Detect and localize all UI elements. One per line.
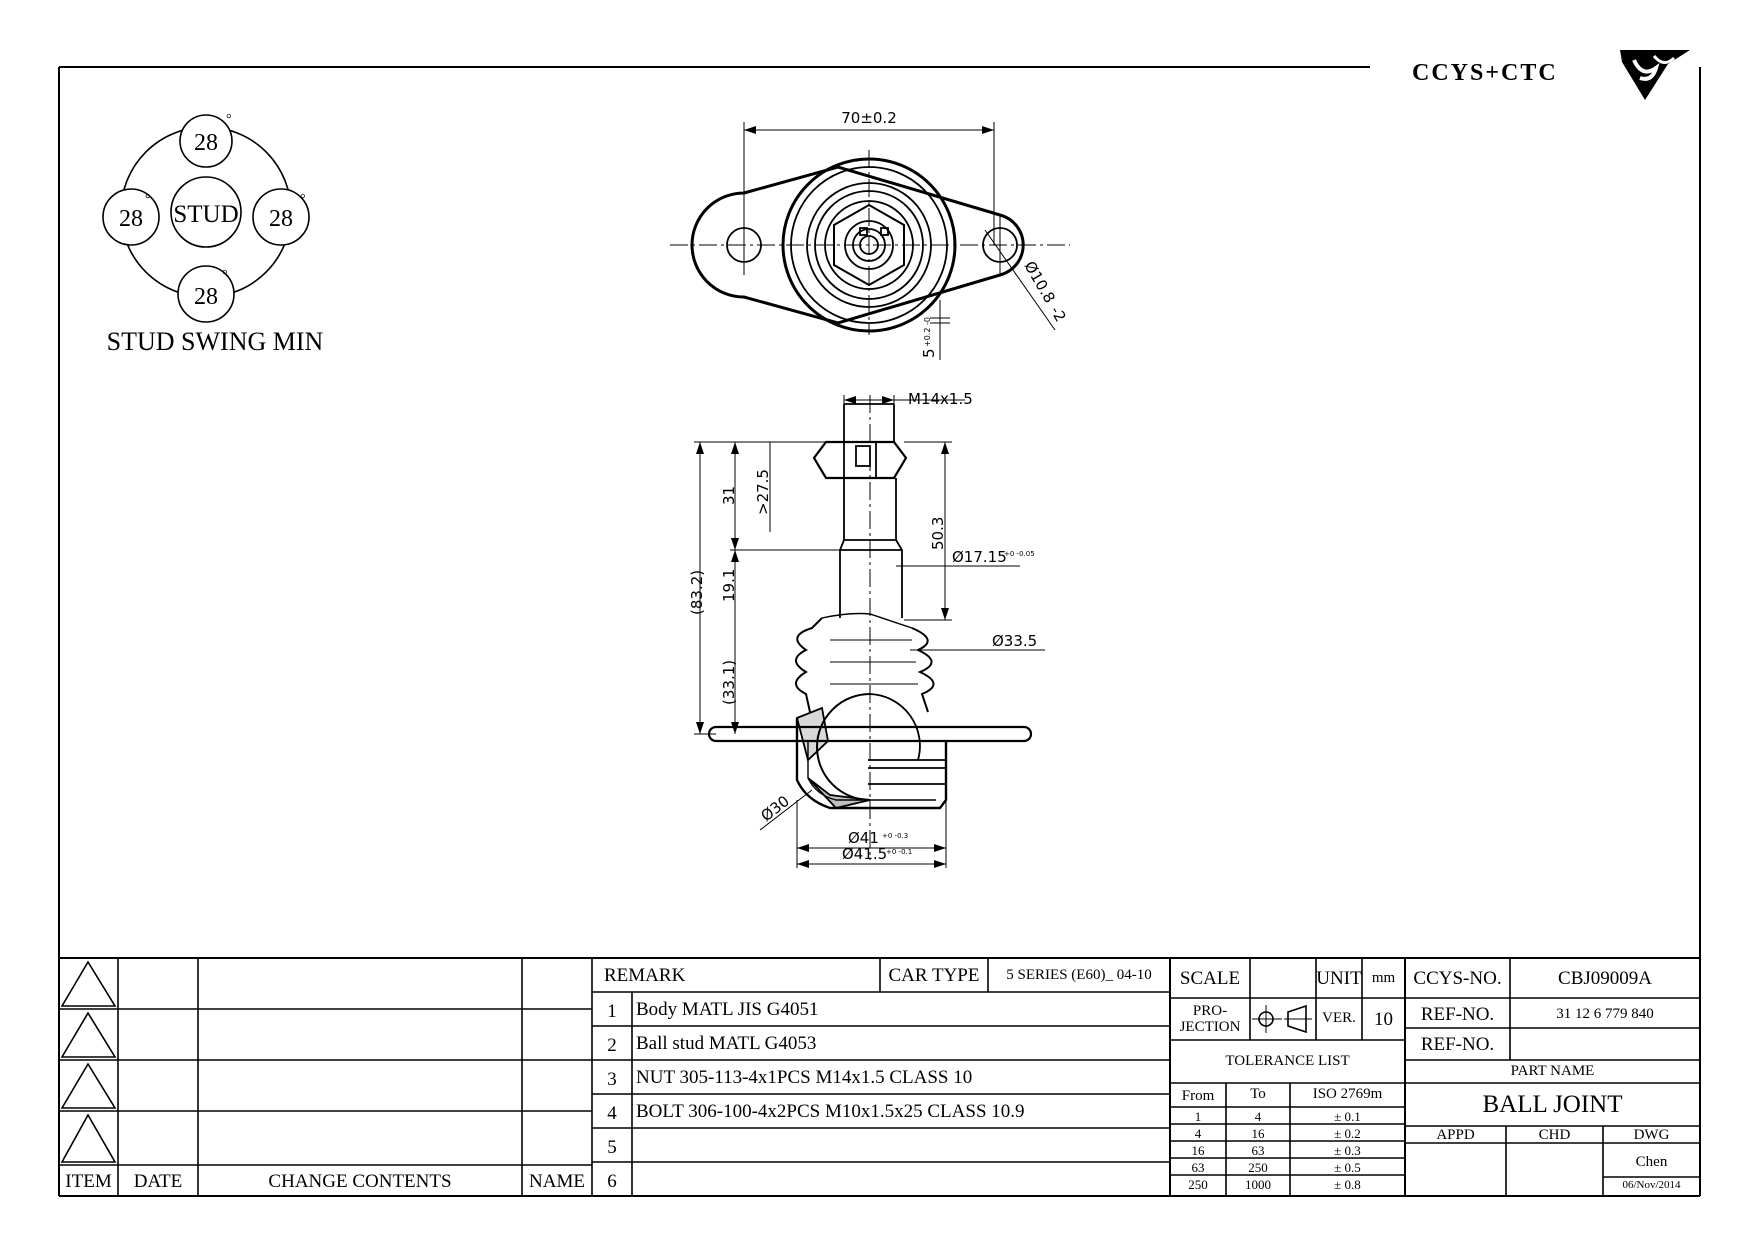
swing-angle-bottom: 28 bbox=[194, 284, 218, 310]
swing-angle-right: 28 bbox=[269, 206, 293, 232]
dim-19-1: 19.1 bbox=[720, 569, 738, 602]
tol-row4-to: 250 bbox=[1248, 1160, 1268, 1175]
tol-header-iso: ISO 2769m bbox=[1312, 1086, 1383, 1102]
ref-no-value: 31 12 6 779 840 bbox=[1556, 1006, 1654, 1022]
tol-row5-to: 1000 bbox=[1245, 1177, 1271, 1192]
tol-row5-value: ± 0.8 bbox=[1334, 1177, 1361, 1192]
swing-angle-left: 28 bbox=[119, 206, 143, 232]
swing-angle-top: 28 bbox=[194, 130, 218, 156]
tol-row1-to: 4 bbox=[1254, 1109, 1262, 1124]
dim-27-5: >27.5 bbox=[754, 469, 772, 515]
tol-header-from: From bbox=[1181, 1088, 1215, 1104]
revision-header-item: ITEM bbox=[65, 1171, 112, 1192]
tol-row4-value: ± 0.5 bbox=[1334, 1160, 1361, 1175]
company-logo: CCYS+CTC bbox=[1412, 50, 1690, 100]
tol-header-to: To bbox=[1250, 1086, 1266, 1102]
dim-31: 31 bbox=[720, 486, 738, 505]
part-name-value: BALL JOINT bbox=[1482, 1091, 1623, 1118]
remark-text-4: BOLT 306-100-4x2PCS M10x1.5x25 CLASS 10.… bbox=[636, 1101, 1025, 1122]
tol-row1-value: ± 0.1 bbox=[1334, 1109, 1361, 1124]
drawing-date: 06/Nov/2014 bbox=[1622, 1179, 1681, 1191]
ref-no-2-label: REF-NO. bbox=[1420, 1034, 1495, 1055]
dim-17-15: Ø17.15 bbox=[952, 548, 1007, 566]
swing-title: STUD SWING MIN bbox=[107, 327, 324, 356]
tol-row3-value: ± 0.3 bbox=[1334, 1143, 1361, 1158]
tol-row3-to: 63 bbox=[1251, 1143, 1265, 1158]
degree-right: ° bbox=[300, 192, 306, 207]
dim-33-5: Ø33.5 bbox=[992, 632, 1037, 650]
tol-row2-from: 4 bbox=[1194, 1126, 1202, 1141]
ccys-no-value: CBJ09009A bbox=[1558, 968, 1652, 989]
dim-33-1: (33.1) bbox=[720, 660, 738, 705]
projection-label-line1: PRO- bbox=[1192, 1003, 1228, 1019]
tol-row4-from: 63 bbox=[1191, 1160, 1205, 1175]
dim-thread: M14x1.5 bbox=[908, 390, 973, 408]
car-type-label: CAR TYPE bbox=[888, 965, 980, 986]
dim-41-5: Ø41.5 bbox=[842, 845, 887, 863]
degree-top: ° bbox=[226, 112, 232, 127]
remark-text-1: Body MATL JIS G4051 bbox=[636, 999, 819, 1020]
part-name-label: PART NAME bbox=[1510, 1063, 1595, 1079]
dim-17-15-tol: +0 -0.05 bbox=[1004, 550, 1035, 558]
remark-num-3: 3 bbox=[607, 1069, 617, 1090]
chd-label: CHD bbox=[1538, 1127, 1571, 1143]
dim-hole: Ø10.8 bbox=[1021, 258, 1059, 306]
dim-30: Ø30 bbox=[757, 792, 792, 825]
remark-header: REMARK bbox=[604, 965, 686, 986]
tol-row5-from: 250 bbox=[1188, 1177, 1208, 1192]
title-block-grid bbox=[59, 957, 1700, 1196]
remark-text-3: NUT 305-113-4x1PCS M14x1.5 CLASS 10 bbox=[636, 1067, 973, 1088]
dim-41: Ø41 bbox=[848, 829, 879, 847]
dim-83-2: (83.2) bbox=[688, 570, 706, 615]
drawing-border bbox=[58, 66, 1701, 1197]
logo-text: CCYS+CTC bbox=[1412, 60, 1558, 86]
revision-header-name: NAME bbox=[529, 1171, 585, 1192]
dwg-by: Chen bbox=[1635, 1154, 1668, 1170]
dim-50-3: 50.3 bbox=[929, 517, 947, 550]
stud-swing-diagram bbox=[102, 114, 310, 323]
tol-row1-from: 1 bbox=[1194, 1109, 1202, 1124]
remark-num-4: 4 bbox=[607, 1103, 617, 1124]
unit-label: UNIT bbox=[1316, 968, 1362, 989]
revision-header-date: DATE bbox=[133, 1171, 183, 1192]
projection-label-line2: JECTION bbox=[1179, 1019, 1241, 1035]
degree-bottom: ° bbox=[222, 268, 228, 283]
dim-41-5-tol: +0 -0.1 bbox=[886, 848, 912, 856]
dim-top-width: 70±0.2 bbox=[841, 109, 897, 127]
section-view bbox=[694, 395, 1045, 868]
stud-swing-labels: 28 ° STUD 28 ° 28 ° 28 ° STUD SWING MIN bbox=[107, 112, 324, 356]
ccys-no-label: CCYS-NO. bbox=[1413, 968, 1502, 989]
tolerance-title: TOLERANCE LIST bbox=[1225, 1053, 1350, 1069]
remark-num-2: 2 bbox=[607, 1035, 617, 1056]
ref-no-label: REF-NO. bbox=[1420, 1004, 1495, 1025]
tol-row3-from: 16 bbox=[1191, 1143, 1205, 1158]
dwg-label: DWG bbox=[1633, 1127, 1670, 1143]
top-view bbox=[670, 122, 1070, 360]
dim-hole-tol: -2 bbox=[1047, 303, 1070, 325]
dim-flange-thk: 5 bbox=[920, 348, 938, 358]
ver-label: VER. bbox=[1322, 1010, 1356, 1026]
tol-row2-to: 16 bbox=[1251, 1126, 1265, 1141]
appd-label: APPD bbox=[1436, 1127, 1475, 1143]
ver-value: 10 bbox=[1374, 1009, 1393, 1030]
tol-row2-value: ± 0.2 bbox=[1334, 1126, 1361, 1141]
unit-value: mm bbox=[1371, 970, 1396, 986]
remark-num-1: 1 bbox=[607, 1001, 617, 1022]
remark-text-2: Ball stud MATL G4053 bbox=[636, 1033, 817, 1054]
section-view-dims: M14x1.5 31 >27.5 (83.2) 19.1 (33.1) 50.3… bbox=[688, 390, 1037, 863]
swing-center-label: STUD bbox=[173, 201, 238, 228]
car-type-value: 5 SERIES (E60)_ 04-10 bbox=[1006, 967, 1152, 983]
degree-left: ° bbox=[145, 192, 151, 207]
scale-label: SCALE bbox=[1179, 968, 1241, 989]
dim-41-tol: +0 -0.3 bbox=[882, 832, 908, 840]
dim-flange-tol: +0.2 -0 bbox=[923, 317, 932, 347]
remark-num-6: 6 bbox=[607, 1171, 617, 1192]
remark-num-5: 5 bbox=[607, 1137, 617, 1158]
revision-header-change-contents: CHANGE CONTENTS bbox=[268, 1171, 452, 1192]
